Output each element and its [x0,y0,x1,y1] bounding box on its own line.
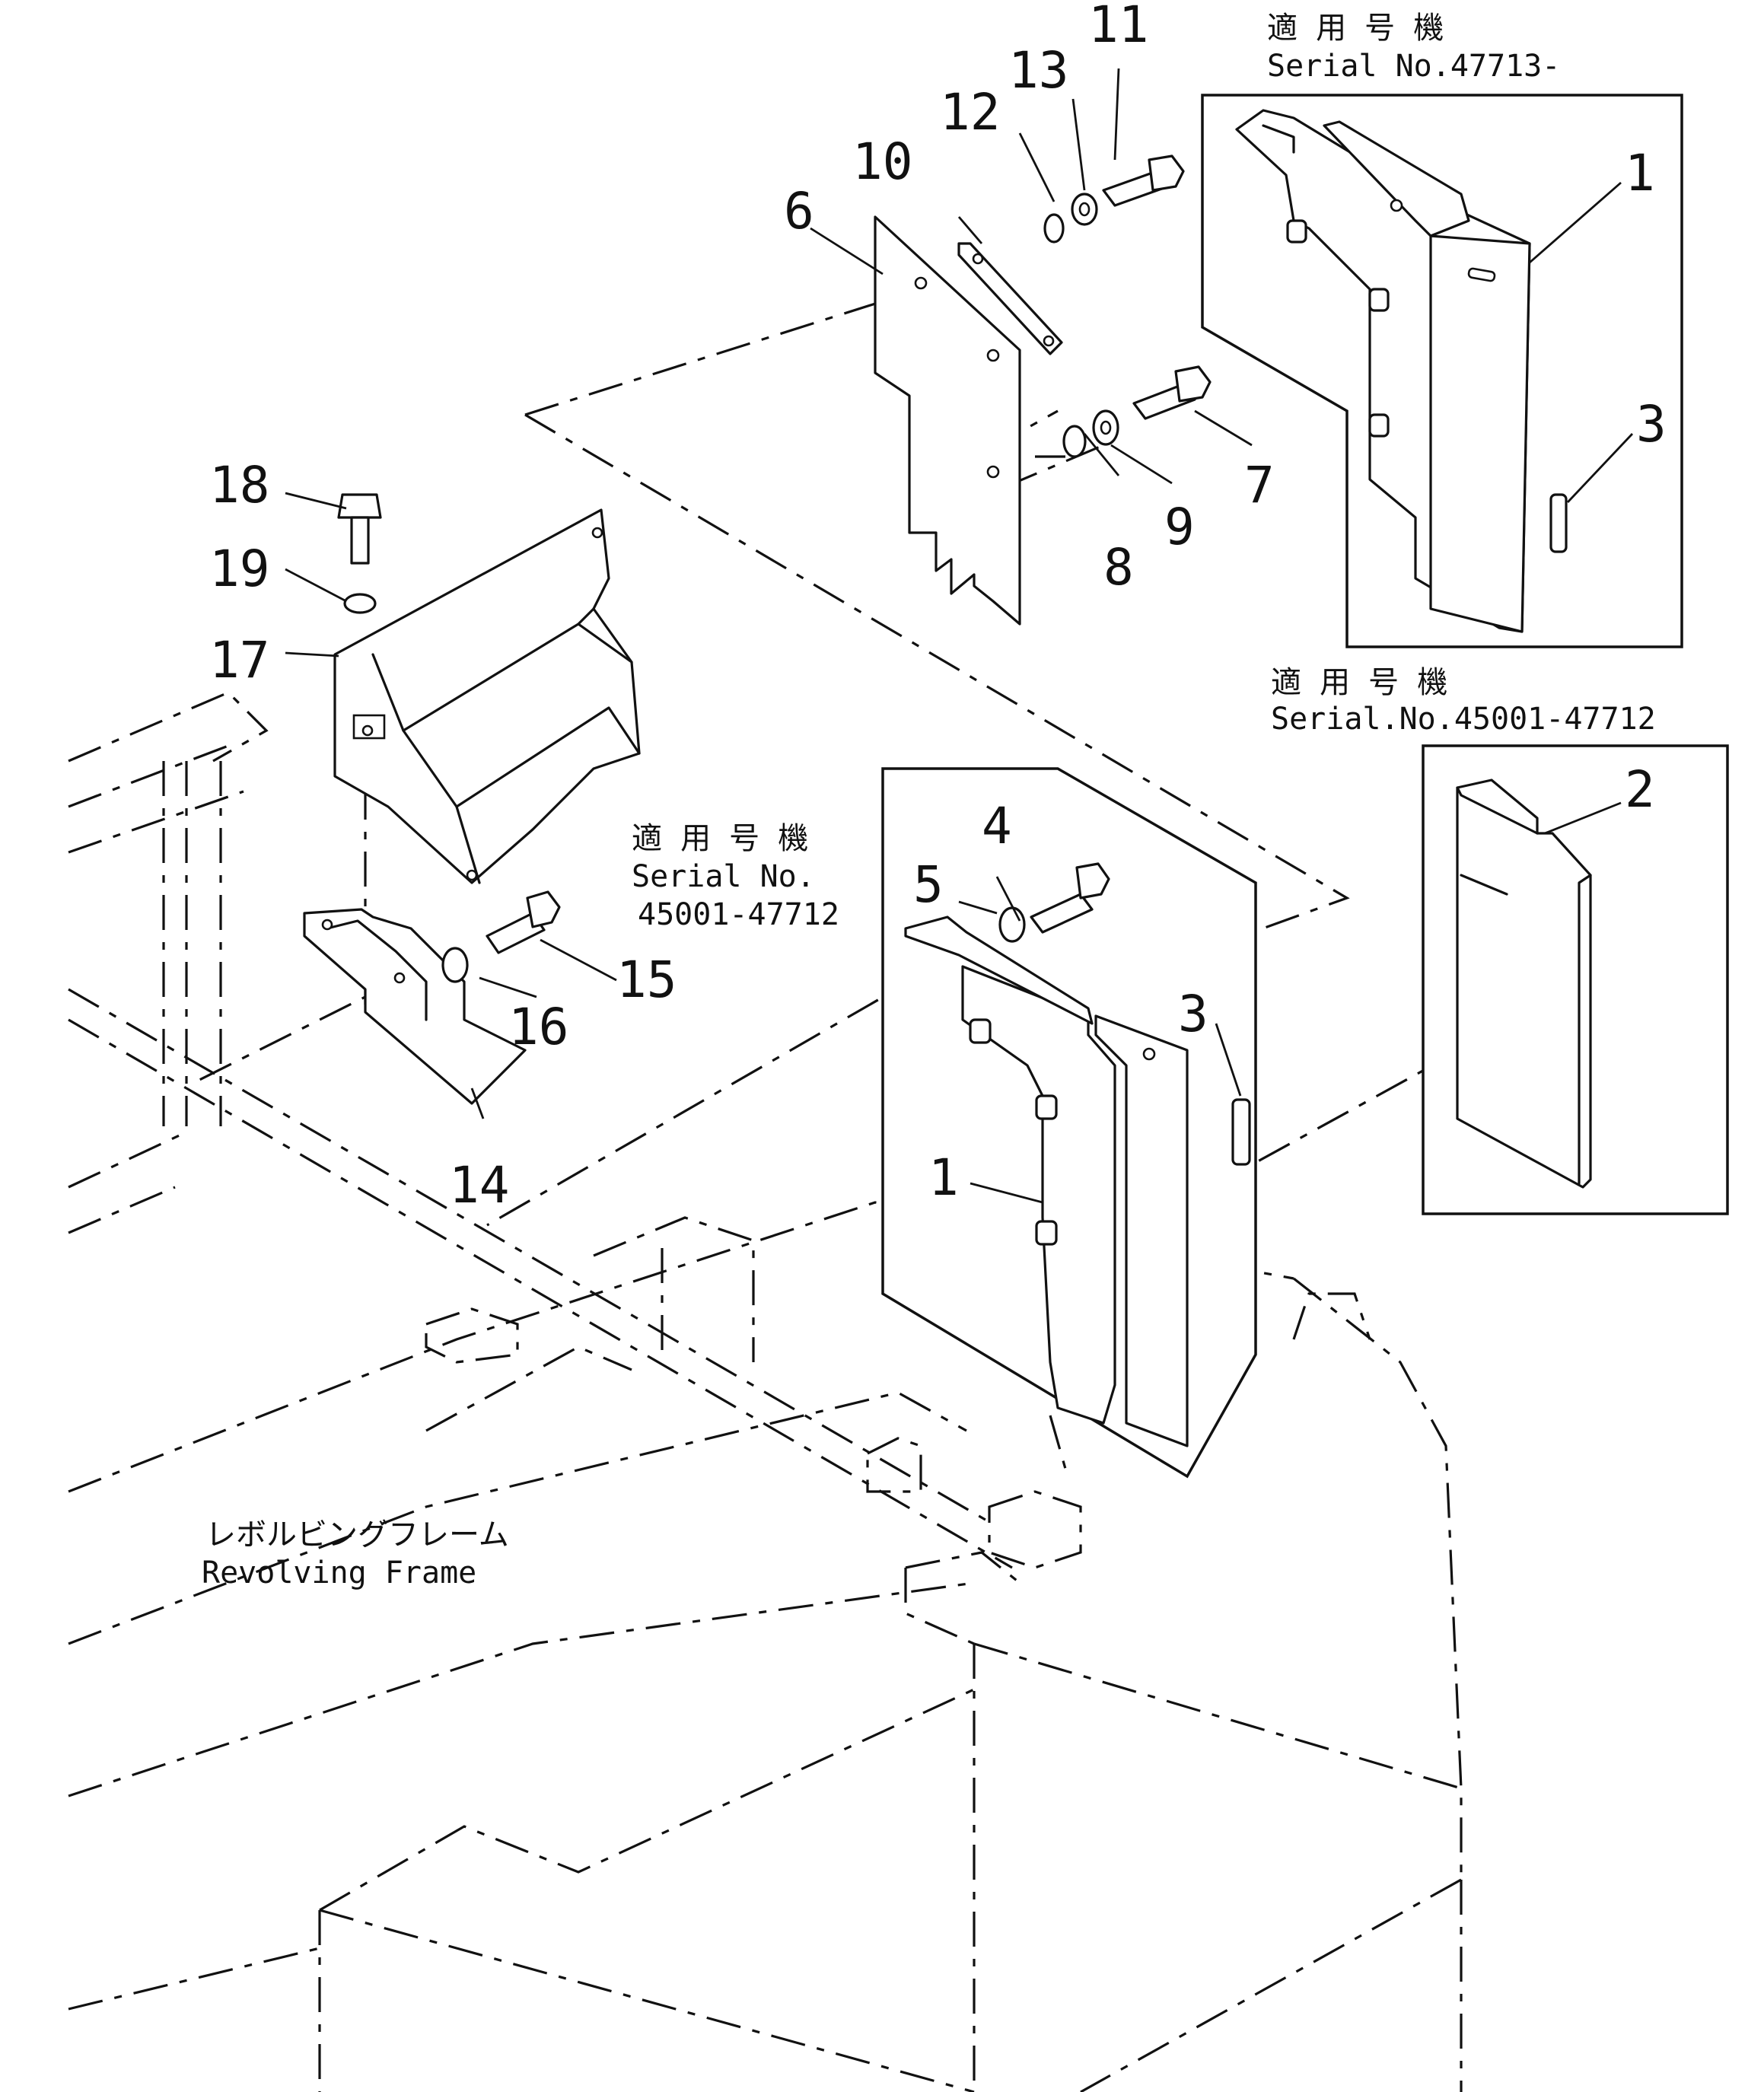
serial-note-mid-right: 適 用 号 機 Serial.No.45001-47712 [1271,665,1656,737]
label-3-top: 3 [1636,395,1667,454]
serial-note-top-right: 適 用 号 機 Serial No.47713- [1267,11,1560,84]
serial-note-center-en2: 45001-47712 [638,897,839,932]
label-9: 9 [1164,498,1195,556]
panel-mid-right [1422,744,1729,1215]
washer-16 [441,947,469,983]
washer-9 [1092,409,1119,446]
serial-note-center-en1: Serial No. [632,859,815,894]
bolt-15 [486,890,561,954]
part-6-plate [874,215,1021,626]
part-number-labels: 1 3 2 3 1 4 5 6 7 8 9 10 11 12 13 14 15 … [209,0,1667,1215]
label-12: 12 [940,83,1000,142]
bolt-7 [1132,365,1212,420]
label-17: 17 [209,631,269,689]
revolving-frame-caption-en: Revolving Frame [202,1555,476,1590]
serial-note-top-right-en: Serial No.47713- [1267,49,1560,84]
revolving-frame-caption-jp: レボルビングフレーム [205,1517,509,1552]
washer-8 [1062,425,1087,458]
bolt-11 [1102,154,1185,207]
label-2: 2 [1625,760,1655,819]
label-15: 15 [616,950,677,1009]
label-7: 7 [1244,456,1275,514]
label-19: 19 [209,540,269,598]
leader-lines [285,68,1634,1204]
serial-note-center-jp: 適 用 号 機 [632,821,808,856]
label-3-center: 3 [1178,985,1208,1043]
serial-note-center: 適 用 号 機 Serial No. 45001-47712 [632,821,839,932]
label-14: 14 [449,1156,509,1215]
label-6: 6 [784,182,814,240]
label-10: 10 [852,132,912,191]
label-1-center: 1 [928,1148,959,1207]
panel-top-right [1201,94,1683,648]
label-16: 16 [508,998,568,1056]
serial-note-top-right-jp: 適 用 号 機 [1267,11,1444,46]
revolving-frame-caption: レボルビングフレーム Revolving Frame [202,1517,509,1590]
label-5: 5 [913,855,944,914]
label-1-top: 1 [1625,144,1655,202]
label-11: 11 [1088,0,1148,54]
panel-center [881,767,1257,1479]
washer-19 [343,593,377,614]
washer-13 [1071,193,1098,226]
part-14-bracket [303,908,527,1105]
label-13: 13 [1008,41,1068,100]
serial-note-mid-right-jp: 適 用 号 機 [1271,665,1447,700]
part-17-cover [333,508,641,884]
washer-12 [1043,213,1065,244]
revolving-frame-outline [68,691,1463,2092]
label-18: 18 [209,456,269,514]
part-10-strip [957,242,1063,355]
label-4: 4 [982,797,1012,855]
bolt-18 [337,493,382,565]
serial-note-mid-right-en: Serial.No.45001-47712 [1271,702,1656,737]
label-8: 8 [1103,538,1134,597]
